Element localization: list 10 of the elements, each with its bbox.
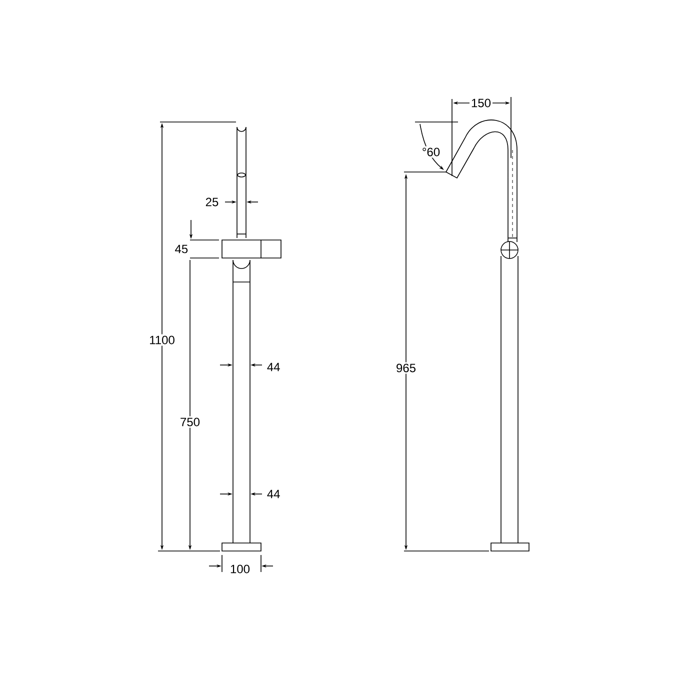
dimension-label: 100 [230, 564, 250, 574]
dimension-label: 750 [178, 416, 202, 428]
dimension-label: 150 [470, 97, 493, 109]
dimension-label: 44 [267, 362, 280, 372]
dimension-label: °60 [420, 146, 442, 158]
dimension-label: 45 [175, 244, 188, 254]
dimension-label: 1100 [148, 334, 176, 346]
dimension-label: 44 [267, 490, 280, 498]
dimension-label: 25 [206, 198, 218, 206]
dimension-label: 965 [394, 362, 418, 374]
